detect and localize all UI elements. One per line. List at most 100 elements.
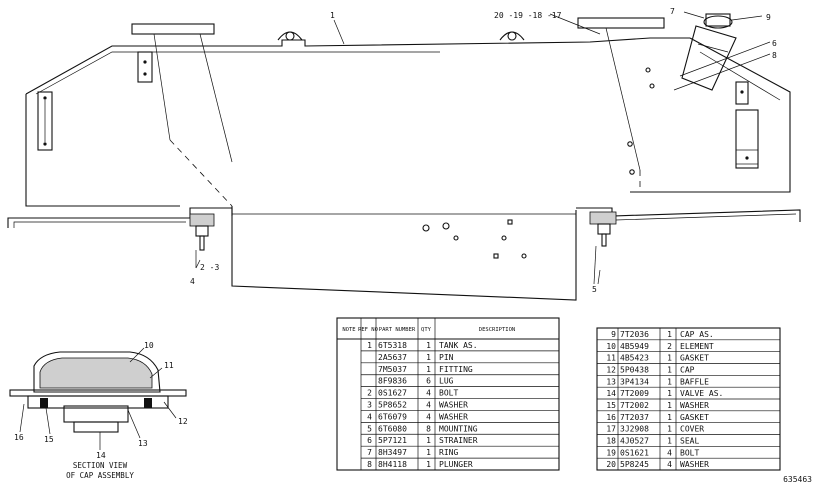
table1-qty: 8 xyxy=(426,424,431,433)
table1-desc: LUG xyxy=(439,377,454,386)
table2-desc: BAFFLE xyxy=(680,377,709,386)
table2-ref: 20 xyxy=(606,460,616,469)
table1-ref: 4 xyxy=(367,412,372,421)
table2-desc: CAP AS. xyxy=(680,330,714,339)
tank-body xyxy=(25,17,791,301)
mounting-brackets xyxy=(37,51,759,175)
callout-14: 14 xyxy=(96,451,106,460)
table1-part: 8H3497 xyxy=(378,448,407,457)
table2-qty: 1 xyxy=(667,413,672,422)
table1-desc: WASHER xyxy=(439,401,468,410)
table2-qty: 1 xyxy=(667,377,672,386)
table2-ref: 13 xyxy=(606,377,616,386)
callout-4: 4 xyxy=(190,277,195,286)
filler-neck xyxy=(681,13,737,91)
table2-desc: CAP xyxy=(680,365,695,374)
table2-part: 0S1621 xyxy=(620,448,649,457)
table2-part: 3P4134 xyxy=(620,377,649,386)
callout-9: 9 xyxy=(766,13,771,22)
callout-11: 11 xyxy=(164,361,174,370)
table1-part: 6T6079 xyxy=(378,412,407,421)
table2-qty: 1 xyxy=(667,401,672,410)
drawing-number: 635463 xyxy=(783,475,812,484)
header-part: PART NUMBER xyxy=(379,327,416,333)
table2-part: 7T2002 xyxy=(620,401,649,410)
table1-part: 0S1627 xyxy=(378,389,407,398)
callout-1: 1 xyxy=(330,11,335,20)
header-ref: REF NO xyxy=(358,327,378,333)
header-desc: DESCRIPTION xyxy=(479,327,515,333)
table2-desc: WASHER xyxy=(680,401,709,410)
table2-desc: VALVE AS. xyxy=(680,389,723,398)
table2-ref: 17 xyxy=(606,425,616,434)
table1-part: 7M5037 xyxy=(378,365,407,374)
table1-desc: PLUNGER xyxy=(439,460,473,469)
table1-desc: MOUNTING xyxy=(439,424,478,433)
table2-qty: 1 xyxy=(667,330,672,339)
table2-desc: GASKET xyxy=(680,354,709,363)
mounting-detail-left xyxy=(189,213,215,268)
table1-desc: BOLT xyxy=(439,389,458,398)
mounting-detail-right xyxy=(589,211,617,285)
table2-desc: SEAL xyxy=(680,436,699,445)
callout-16: 16 xyxy=(14,433,24,442)
table1-desc: FITTING xyxy=(439,365,473,374)
callout-6: 6 xyxy=(772,39,777,48)
table2-ref: 15 xyxy=(606,401,616,410)
table1-ref: 8 xyxy=(367,460,372,469)
table1-desc: STRAINER xyxy=(439,436,478,445)
header-note: NOTE xyxy=(342,327,355,333)
table1-part: 5P8652 xyxy=(378,401,407,410)
table1-desc: PIN xyxy=(439,353,454,362)
table2-qty: 4 xyxy=(667,460,672,469)
table1-desc: RING xyxy=(439,448,458,457)
table1-desc: WASHER xyxy=(439,412,468,421)
table2-desc: ELEMENT xyxy=(680,342,714,351)
table1-part: 5P7121 xyxy=(378,436,407,445)
callouts: 1 20 -19 -18 -17 7 9 6 8 2 -3 4 5 10 11 … xyxy=(14,7,777,460)
leader-lines xyxy=(19,11,771,450)
table2-qty: 1 xyxy=(667,354,672,363)
table1-part: 6T6080 xyxy=(378,424,407,433)
table2-part: 7T2037 xyxy=(620,413,649,422)
table1-qty: 4 xyxy=(426,389,431,398)
parts-table-1: NOTE REF NO PART NUMBER QTY DESCRIPTION … xyxy=(336,317,560,471)
table1-qty: 1 xyxy=(426,365,431,374)
callout-20-17: 20 -19 -18 -17 xyxy=(494,11,562,20)
table2-qty: 2 xyxy=(667,342,672,351)
table2-qty: 4 xyxy=(667,448,672,457)
table2-part: 5P8245 xyxy=(620,460,649,469)
table1-desc: TANK AS. xyxy=(439,341,478,350)
callout-12: 12 xyxy=(178,417,188,426)
caption-line-2: OF CAP ASSEMBLY xyxy=(66,471,134,480)
table2-ref: 16 xyxy=(606,413,616,422)
table1-qty: 1 xyxy=(426,460,431,469)
callout-7: 7 xyxy=(670,7,675,16)
table1-ref: 1 xyxy=(367,341,372,350)
table2-ref: 18 xyxy=(606,436,616,445)
table1-ref: 6 xyxy=(367,436,372,445)
header-qty: QTY xyxy=(421,327,432,333)
callout-5: 5 xyxy=(592,285,597,294)
caption-line-1: SECTION VIEW xyxy=(73,461,128,470)
table1-qty: 1 xyxy=(426,353,431,362)
table2-ref: 12 xyxy=(606,365,616,374)
table2-part: 5P0438 xyxy=(620,365,649,374)
table1-qty: 1 xyxy=(426,436,431,445)
table2-part: 3J2908 xyxy=(620,425,649,434)
table2-part: 4J0527 xyxy=(620,436,649,445)
table2-ref: 19 xyxy=(606,448,616,457)
table1-qty: 4 xyxy=(426,401,431,410)
table2-desc: WASHER xyxy=(680,460,709,469)
callout-15: 15 xyxy=(44,435,54,444)
table2-part: 4B5949 xyxy=(620,342,649,351)
table1-part: 2A5637 xyxy=(378,353,407,362)
table2-qty: 1 xyxy=(667,389,672,398)
table2-desc: GASKET xyxy=(680,413,709,422)
table2-part: 7T2036 xyxy=(620,330,649,339)
table2-part: 4B5423 xyxy=(620,354,649,363)
callout-2-3: 2 -3 xyxy=(200,263,219,272)
